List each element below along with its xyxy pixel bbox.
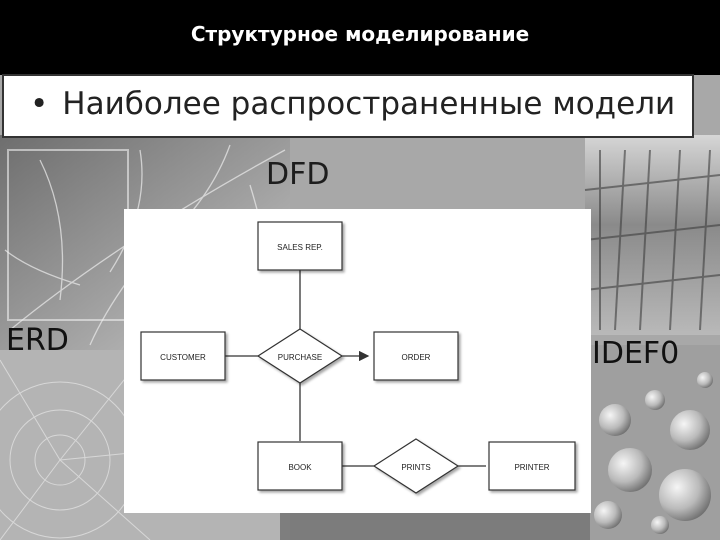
entity-printer-box [488,441,576,491]
relationship-prints-diamond [372,438,460,494]
entity-sales-rep-label: SALES REP. [277,243,323,252]
entity-printer-label: PRINTER [514,463,549,472]
entity-order: ORDER [373,331,459,381]
entity-printer: PRINTER [488,441,576,491]
relationship-purchase: PURCHASE [256,328,344,384]
label-idef0: IDEF0 [592,336,680,371]
bullet-item: • Наиболее распространенные модели [30,86,675,122]
entity-customer: CUSTOMER [140,331,226,381]
entity-customer-label: CUSTOMER [160,353,206,362]
bullet-text: Наиболее распространенные модели [62,86,676,122]
entity-book-box [257,441,343,491]
bullet-box: • Наиболее распространенные модели [2,74,694,138]
title-bar: Структурное моделирование [0,0,720,75]
entity-sales-rep: SALES REP. [257,221,343,271]
erd-diagram: SALES REP. CUSTOMER ORDER BOOK PRINTER [124,209,591,513]
relationship-purchase-label: PURCHASE [278,353,322,362]
entity-customer-box [140,331,226,381]
entity-book-label: BOOK [288,463,312,472]
label-dfd: DFD [266,157,330,192]
relationship-purchase-diamond [256,328,344,384]
entity-book: BOOK [257,441,343,491]
entity-sales-rep-box [257,221,343,271]
label-erd: ERD [6,323,69,358]
entity-order-box [373,331,459,381]
relationship-prints-label: PRINTS [401,463,430,472]
entity-order-label: ORDER [402,353,431,362]
slide-title: Структурное моделирование [190,22,530,46]
relationship-prints: PRINTS [372,438,460,494]
bullet-marker: • [30,86,49,122]
